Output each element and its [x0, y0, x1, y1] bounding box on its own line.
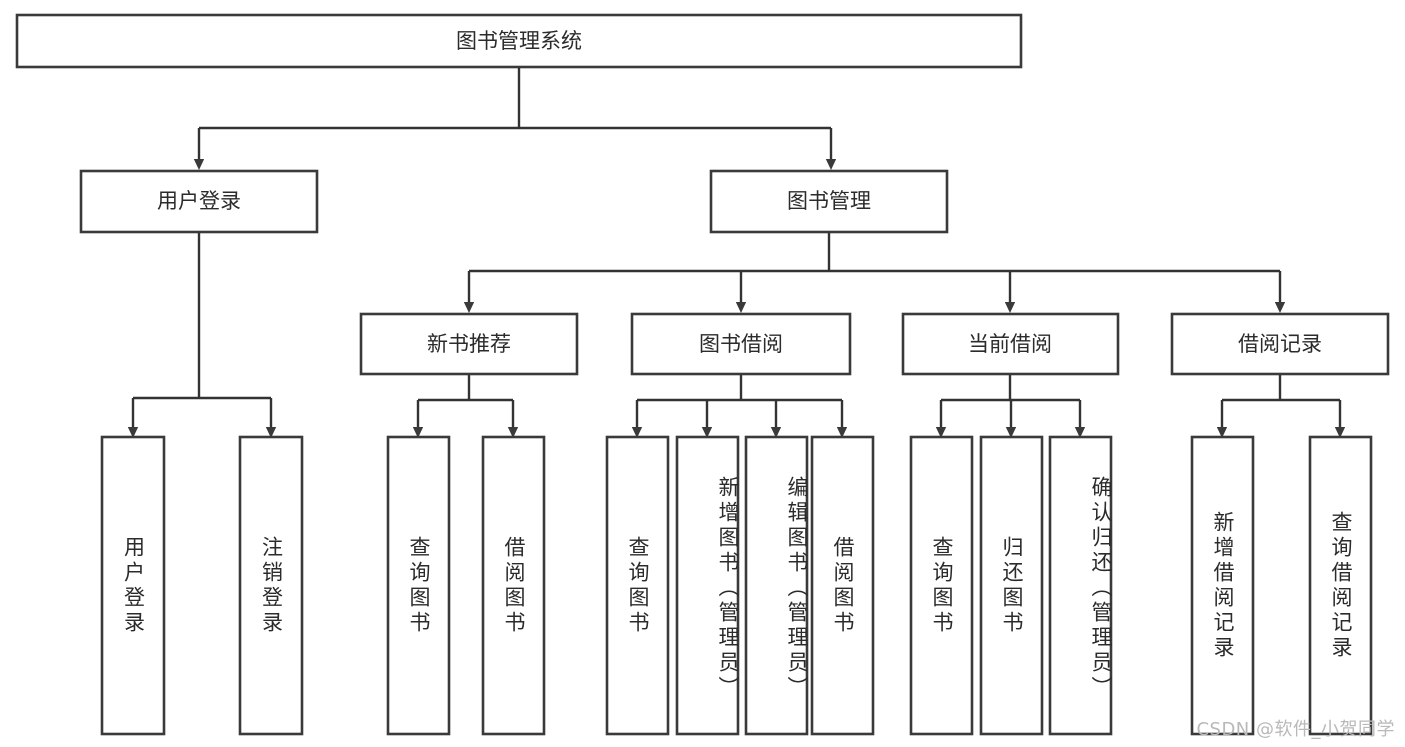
leaf-boxes [100, 435, 1373, 736]
csdn-watermark: CSDN @软件_小贺同学 [1196, 719, 1395, 740]
node-book-borrow-box [630, 312, 852, 376]
leaf-borrow-book-2-box[interactable] [810, 435, 875, 736]
node-current-borrow-box [901, 312, 1120, 376]
leaf-query-book-3-box[interactable] [909, 435, 974, 736]
connector-group-root-to-level2 [193, 67, 837, 170]
leaf-add-book-box[interactable] [675, 435, 740, 736]
leaf-borrow-book-1-box[interactable] [481, 435, 546, 736]
node-user-login-label: 用户登录 [157, 189, 241, 213]
node-book-management-box [709, 169, 949, 234]
node-book-borrow[interactable]: 图书借阅 [630, 312, 852, 376]
leaf-query-record-box[interactable] [1308, 435, 1373, 736]
node-new-book-recommend[interactable]: 新书推荐 [359, 312, 579, 376]
connector-group-current-borrow-to-leaves [935, 374, 1086, 438]
leaf-return-book-box[interactable] [979, 435, 1044, 736]
node-borrow-record-label: 借阅记录 [1238, 332, 1322, 356]
leaf-user-logout-box[interactable] [238, 435, 304, 736]
connector-group-borrow-record-to-leaves [1216, 374, 1346, 438]
node-user-login-box [79, 169, 319, 234]
node-root-box [15, 13, 1023, 69]
node-root[interactable]: 图书管理系统 [15, 13, 1023, 69]
node-user-login[interactable]: 用户登录 [79, 169, 319, 234]
leaf-query-book-2-box[interactable] [605, 435, 670, 736]
node-book-management[interactable]: 图书管理 [709, 169, 949, 234]
node-new-book-recommend-box [359, 312, 579, 376]
node-current-borrow-label: 当前借阅 [968, 332, 1052, 356]
leaf-query-book-1-box[interactable] [386, 435, 451, 736]
leaf-edit-book-box[interactable] [744, 435, 809, 736]
leaf-add-record-box[interactable] [1190, 435, 1255, 736]
leaf-confirm-return-box[interactable] [1048, 435, 1113, 736]
node-root-label: 图书管理系统 [456, 29, 582, 53]
connector-group-book-borrow-to-leaves [631, 374, 848, 438]
node-book-management-label: 图书管理 [787, 189, 871, 213]
node-current-borrow[interactable]: 当前借阅 [901, 312, 1120, 376]
leaf-user-login-box[interactable] [100, 435, 166, 736]
connector-group-user-login-to-leaves [127, 232, 277, 438]
node-new-book-recommend-label: 新书推荐 [427, 332, 511, 356]
connector-group-new-book-recommend-to-leaves [412, 374, 519, 438]
node-borrow-record[interactable]: 借阅记录 [1170, 312, 1390, 376]
connector-group-book-management-to-level3 [463, 232, 1286, 313]
node-borrow-record-box [1170, 312, 1390, 376]
node-book-borrow-label: 图书借阅 [699, 332, 783, 356]
